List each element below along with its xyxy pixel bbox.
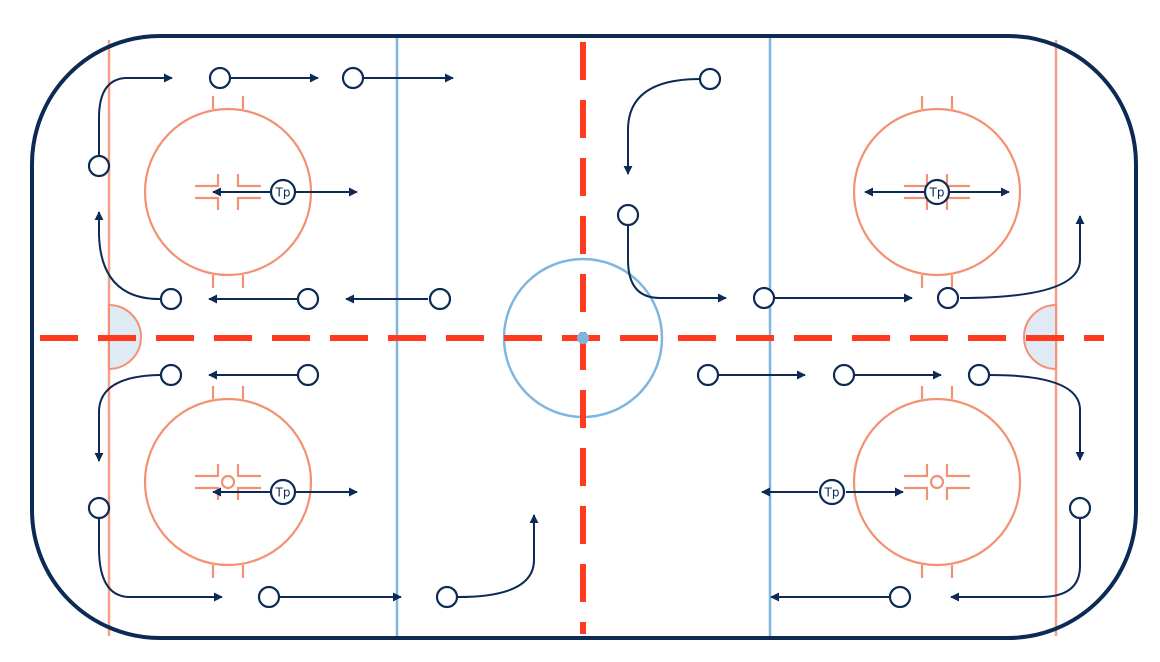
arrow-icon [94,374,161,462]
circle-player-icon [936,286,960,310]
circle-player-icon [752,286,776,310]
arrow-icon [98,518,223,602]
circle-player-icon [159,287,183,311]
circle-player-icon [967,363,991,387]
tp-marker-bottom-center: Tp [818,478,846,506]
tp-label: Tp [929,186,945,200]
arrow-icon [989,374,1085,461]
circle-player-icon [159,363,183,387]
tp-marker-icon [818,478,846,506]
tp-marker-icon [269,178,297,206]
circle-player-icon [1068,496,1092,520]
circle-player-icon [296,287,320,311]
circle-player-icon [698,67,722,91]
arrow-icon [950,518,1081,602]
circle-player-icon [435,585,459,609]
circle-player-icon [87,496,111,520]
faceoff-circle-bottom-right [852,386,1022,578]
center-faceoff-dot [577,332,589,344]
tp-marker-top-right: Tp [923,178,951,206]
circle-player-icon [296,363,320,387]
arrow-icon [959,215,1085,299]
arrow-icon [94,211,161,300]
tp-label: Tp [824,486,840,500]
arrow-icon [457,514,539,598]
rink-boards [30,34,1138,640]
tp-marker-icon [923,178,951,206]
circle-player-icon [616,203,640,227]
players [87,66,1092,609]
drill-arrows [94,73,1085,602]
tp-marker-top-left: Tp [269,178,297,206]
tp-marker-icon [269,478,297,506]
tp-label: Tp [275,486,291,500]
arrow-icon [623,78,701,175]
circle-player-icon [208,66,232,90]
circle-player-icon [428,287,452,311]
circle-player-icon [696,363,720,387]
circle-player-icon [87,154,111,178]
circle-player-icon [832,363,856,387]
circle-player-icon [888,585,912,609]
tp-marker-bottom-left: Tp [269,478,297,506]
circle-player-icon [257,585,281,609]
arrow-icon [98,73,173,155]
tp-label: Tp [275,186,291,200]
circle-player-icon [341,66,365,90]
arrow-icon [627,225,727,303]
